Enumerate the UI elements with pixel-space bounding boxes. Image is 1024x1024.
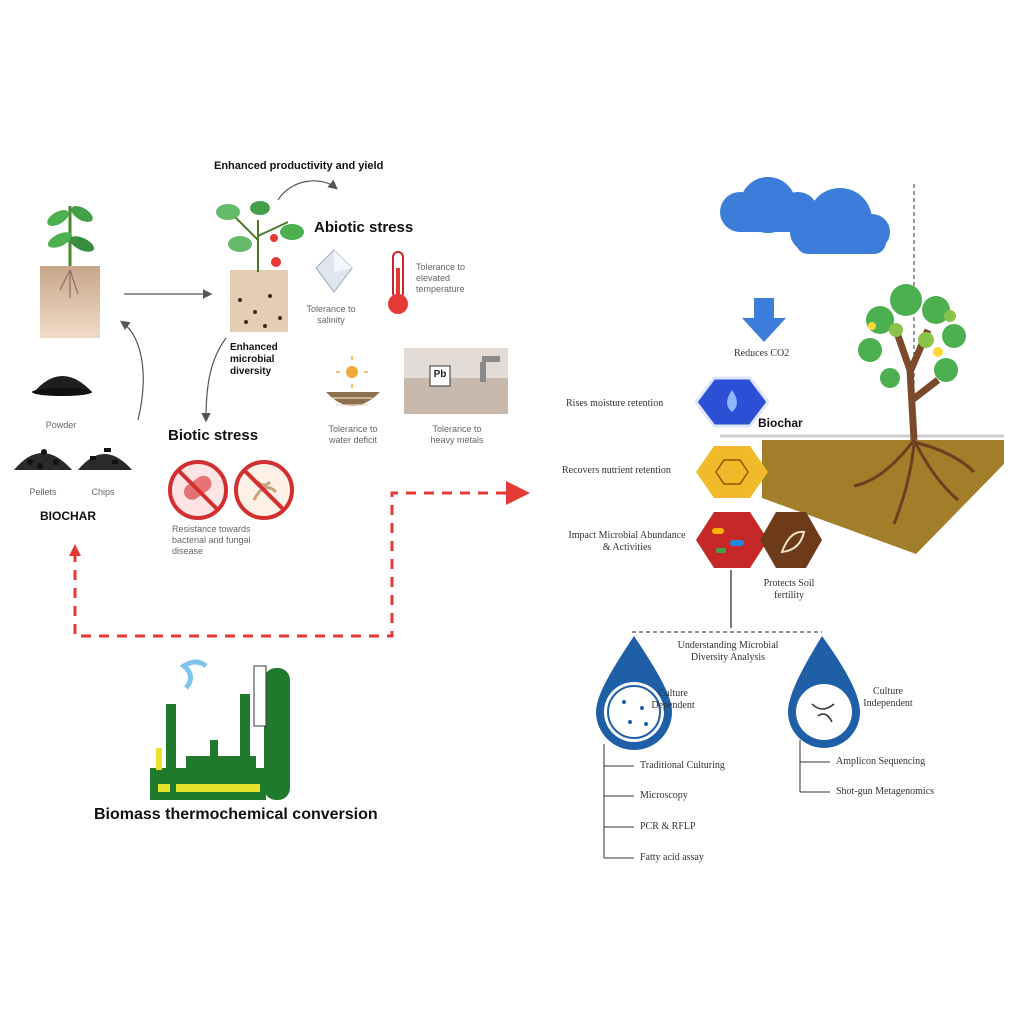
reduces-co2-label: Reduces CO2: [734, 348, 790, 359]
pellets-pile-icon: [14, 449, 72, 470]
dry-soil-icon: [326, 356, 380, 406]
tolerance-temperature-label: Tolerance to elevated temperature: [416, 262, 466, 294]
pellets-label: Pellets: [29, 487, 57, 497]
culture-dependent-drop: [596, 636, 672, 750]
conversion-loop-arrow: [73, 481, 530, 638]
salt-crystal-icon: [315, 249, 353, 293]
microbial-activity-label: Impact Microbial Abundance & Activities: [568, 530, 686, 553]
lead-symbol: Pb: [433, 369, 447, 380]
clouds-icon: [720, 177, 890, 254]
fungus-prohibited-icon: [234, 460, 294, 520]
culture-independent-drop: [788, 636, 860, 748]
tree-illustration: [853, 284, 976, 525]
biotic-arrow: [201, 337, 227, 423]
dependent-method-lines: [603, 744, 634, 859]
biochar-layer-label: Biochar: [758, 416, 803, 430]
method-microscopy: Microscopy: [640, 790, 688, 801]
method-amplicon-sequencing: Amplicon Sequencing: [836, 756, 926, 767]
tolerance-metals-label: Tolerance to heavy metals: [430, 424, 484, 445]
seedling-illustration: [40, 206, 100, 338]
method-traditional-culturing: Traditional Culturing: [640, 760, 725, 771]
soil-section: [762, 440, 1004, 554]
microbial-hexagon: [696, 512, 768, 568]
heavy-metal-photo: [404, 348, 508, 414]
tolerance-water-label: Tolerance to water deficit: [328, 424, 378, 445]
understanding-diversity-label: Understanding Microbial Diversity Analys…: [677, 640, 779, 663]
nutrient-retention-label: Recovers nutrient retention: [562, 465, 671, 476]
chips-pile-icon: [78, 448, 132, 470]
nutrient-hexagon: [696, 446, 768, 498]
strawberry-plant-illustration: [216, 201, 304, 332]
culture-dependent-label: Culture Dependent: [651, 688, 695, 711]
resistance-label: Resistance towards bacterial and fungal …: [172, 524, 251, 556]
thermometer-icon: [388, 251, 408, 314]
biotic-stress-heading: Biotic stress: [168, 427, 259, 444]
factory-illustration: [150, 659, 290, 800]
method-shotgun-metagenomics: Shot-gun Metagenomics: [836, 786, 935, 797]
enhanced-productivity-label: Enhanced productivity and yield: [214, 160, 384, 172]
co2-down-arrow: [742, 298, 786, 342]
soil-fertility-hexagon: [760, 512, 822, 568]
powder-pile-icon: [32, 376, 92, 396]
soil-fertility-label: Protects Soil fertility: [763, 578, 815, 601]
tolerance-salinity-label: Tolerance to salinity: [306, 304, 356, 325]
biomass-conversion-label: Biomass thermochemical conversion: [94, 806, 378, 823]
moisture-hexagon: [694, 376, 770, 428]
method-fatty-acid-assay: Fatty acid assay: [640, 852, 704, 863]
bacteria-prohibited-icon: [168, 460, 228, 520]
method-pcr-rflp: PCR & RFLP: [640, 821, 696, 832]
chips-label: Chips: [91, 487, 115, 497]
abiotic-stress-heading: Abiotic stress: [314, 219, 414, 236]
powder-label: Powder: [45, 420, 77, 430]
biochar-to-soil-arrow: [120, 320, 144, 421]
productivity-arrow: [277, 179, 338, 201]
biochar-label: BIOCHAR: [40, 509, 96, 523]
independent-method-lines: [799, 740, 830, 793]
enhanced-microbial-label: Enhanced microbial diversity: [230, 342, 278, 377]
moisture-retention-label: Rises moisture retention: [566, 398, 664, 409]
culture-independent-label: Culture Independent: [863, 686, 913, 709]
